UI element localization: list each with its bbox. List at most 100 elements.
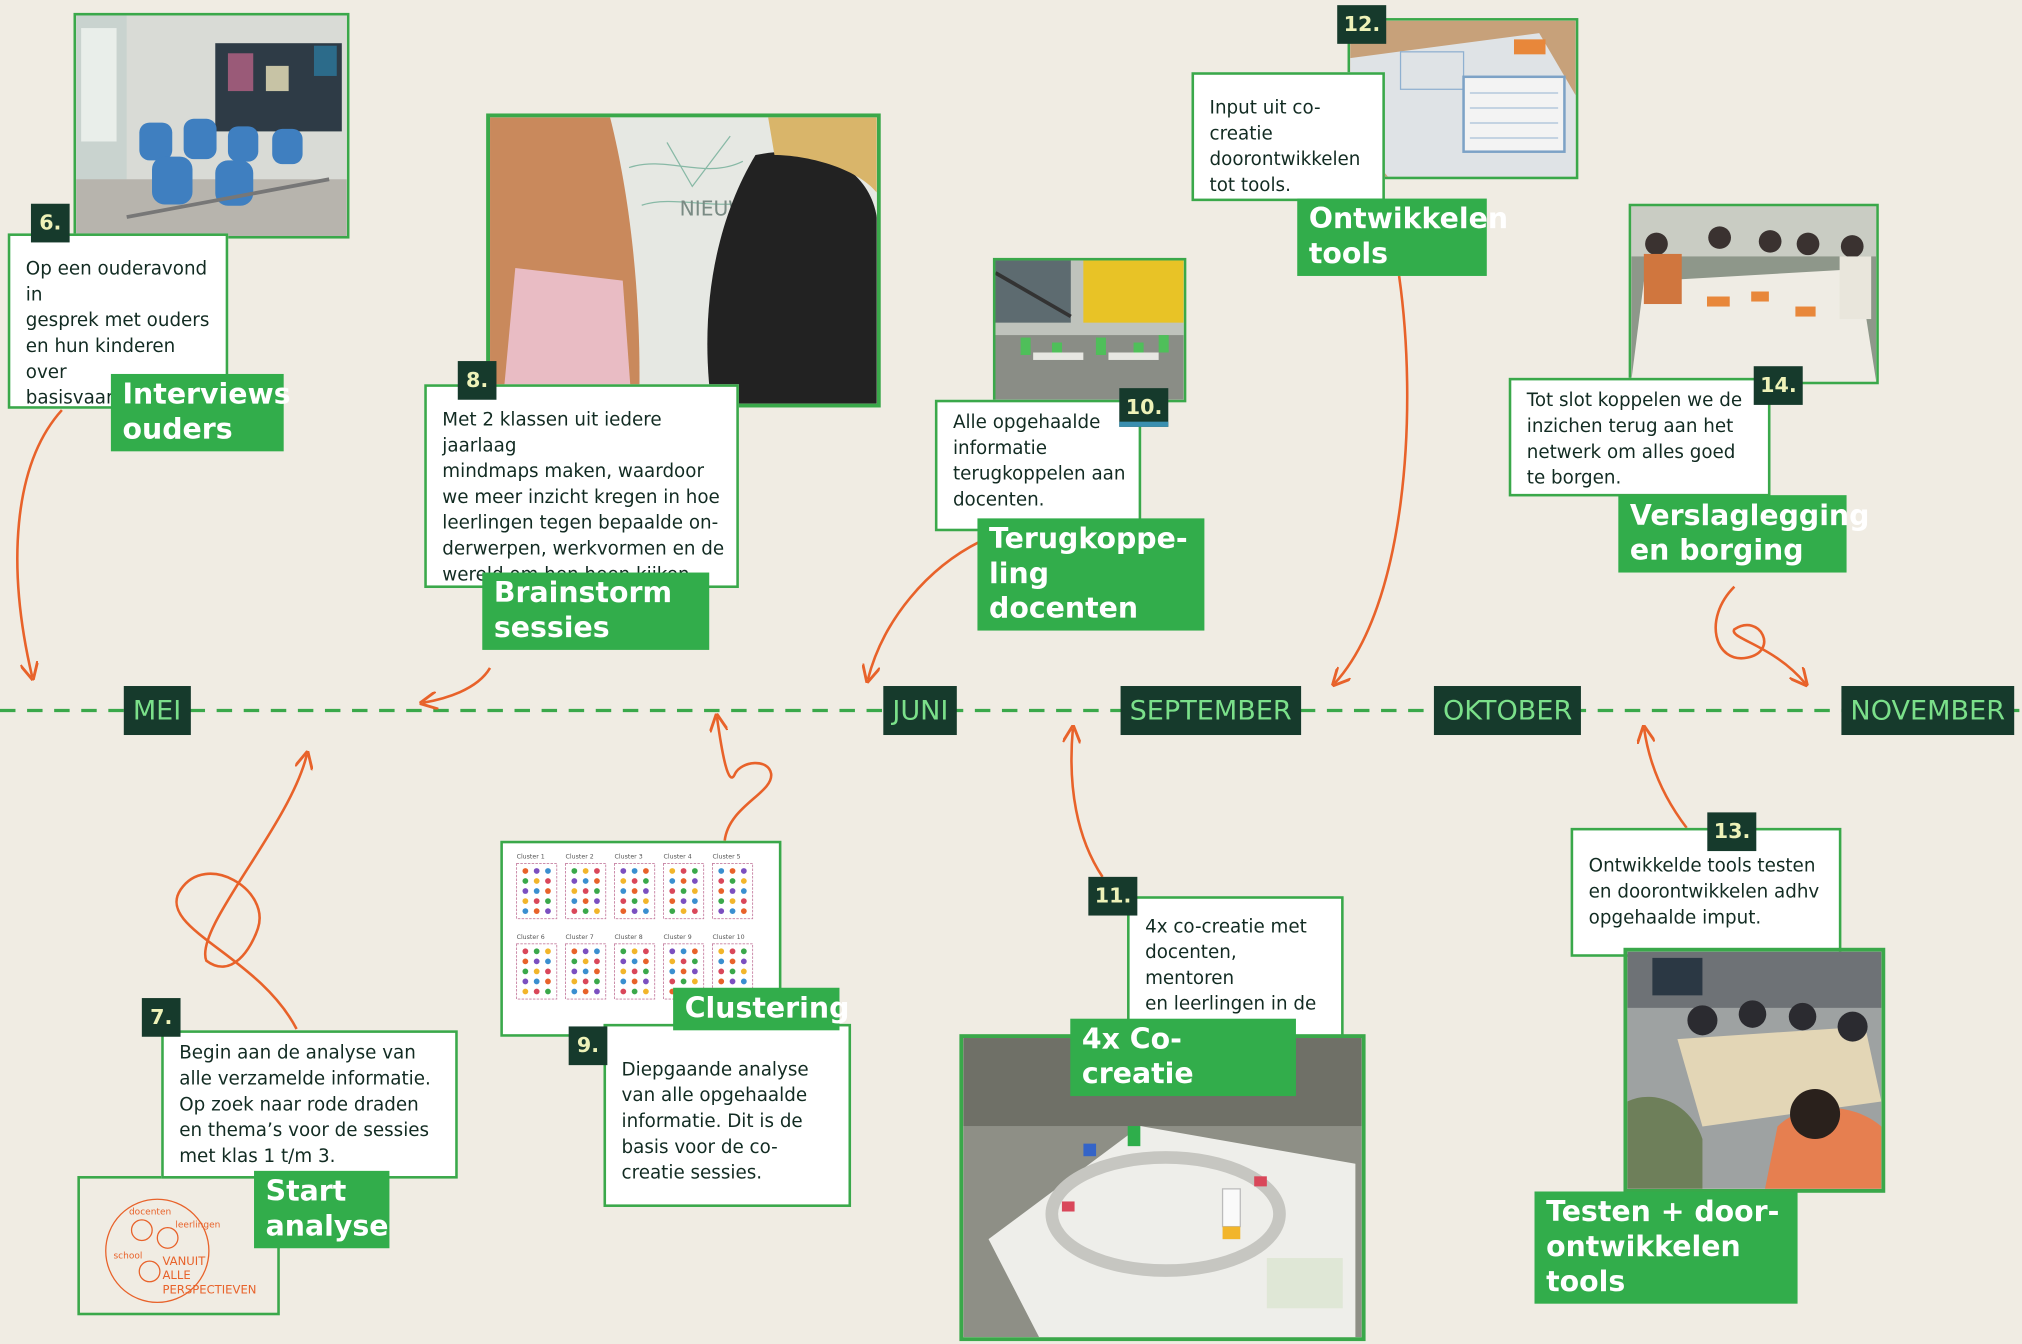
cluster-dot xyxy=(571,958,578,965)
cluster-dot xyxy=(643,988,649,995)
cluster-dot xyxy=(522,898,529,904)
cluster-dot xyxy=(522,878,529,884)
step-10-box: Alle opgehaalde informatie terugkoppelen… xyxy=(934,399,1142,532)
cluster-dot xyxy=(594,968,600,975)
step-6-number: 6. xyxy=(30,203,70,243)
cluster-dot xyxy=(718,958,725,965)
cluster-dot xyxy=(669,898,676,904)
arrow-6 xyxy=(16,409,63,677)
cluster-dot xyxy=(740,958,747,965)
cluster-dot xyxy=(631,968,638,975)
cluster-dot xyxy=(571,898,578,904)
step-7-label: Start analyse xyxy=(254,1170,390,1249)
cluster-dot xyxy=(545,888,551,894)
step-6-label: Interviews ouders xyxy=(110,373,291,452)
cluster-dot xyxy=(571,878,578,884)
arrow-8 xyxy=(423,667,492,703)
cluster-label: Cluster 3 xyxy=(615,853,643,860)
cluster-label: Cluster 5 xyxy=(712,853,740,860)
cluster-label: Cluster 7 xyxy=(566,934,594,941)
step-9-label: Clustering xyxy=(673,987,849,1031)
month-juni: JUNI xyxy=(883,686,958,736)
cluster-dot xyxy=(680,908,687,915)
cluster-dot xyxy=(522,988,529,995)
meeting-hall-photo xyxy=(992,257,1187,403)
cluster-dot xyxy=(691,968,698,975)
cluster-dot xyxy=(545,868,551,874)
cluster-dot xyxy=(582,868,589,874)
cluster-label: Cluster 8 xyxy=(615,934,643,941)
cluster-dot xyxy=(718,908,725,915)
cluster-dot xyxy=(533,898,540,904)
cluster-dot xyxy=(545,948,551,955)
cluster-dot xyxy=(740,888,747,894)
arrow-7 xyxy=(175,754,306,1030)
cluster-dot xyxy=(740,948,747,955)
arrow-14 xyxy=(1714,585,1806,684)
cluster-dot xyxy=(620,968,627,975)
step-14-box: Tot slot koppelen we de inzichen terug a… xyxy=(1508,377,1771,497)
step-13-number: 13. xyxy=(1707,812,1757,852)
step-10-number: 10. xyxy=(1119,388,1169,427)
cluster-dot xyxy=(620,878,627,884)
arrow-13 xyxy=(1644,729,1688,829)
cluster-dot xyxy=(522,968,529,975)
step-7-box: Begin aan de analyse van alle verzamelde… xyxy=(161,1030,458,1179)
cluster-dot xyxy=(522,868,529,874)
cluster-dot xyxy=(594,988,600,995)
cluster-dot xyxy=(740,968,747,975)
cluster-dot xyxy=(620,978,627,985)
cluster-dot xyxy=(680,958,687,965)
cluster-label: Cluster 6 xyxy=(517,934,545,941)
cluster-dot xyxy=(729,968,736,975)
arrow-10 xyxy=(868,540,981,680)
cluster-box xyxy=(614,862,656,920)
cluster-dot xyxy=(522,888,529,894)
cluster-dot xyxy=(631,908,638,915)
cluster-dot xyxy=(533,878,540,884)
cluster-dot xyxy=(669,878,676,884)
step-13-label: Testen + door- ontwikkelen tools xyxy=(1534,1191,1798,1304)
cluster-dot xyxy=(729,868,736,874)
cluster-dot xyxy=(691,958,698,965)
perspective-docenten: docenten xyxy=(129,1208,171,1218)
cluster-dot xyxy=(669,958,676,965)
cluster-dot xyxy=(582,948,589,955)
cluster-dot xyxy=(620,988,627,995)
cluster-dot xyxy=(631,888,638,894)
cluster-dot xyxy=(571,948,578,955)
cluster-dot xyxy=(620,868,627,874)
month-november: NOVEMBER xyxy=(1841,686,2015,736)
step-14-number: 14. xyxy=(1753,366,1804,405)
cluster-label: Cluster 1 xyxy=(517,853,545,860)
arrow-12 xyxy=(1335,275,1409,683)
cluster-dot xyxy=(631,898,638,904)
cluster-dot xyxy=(594,958,600,965)
step-11-box: 4x co-creatie met docenten, mentoren en … xyxy=(1127,896,1344,1041)
cluster-dot xyxy=(571,988,578,995)
step-8-number: 8. xyxy=(457,361,497,400)
cluster-dot xyxy=(582,978,589,985)
cluster-box xyxy=(565,862,607,920)
cluster-dot xyxy=(545,898,551,904)
cluster-dot xyxy=(620,958,627,965)
cluster-dot xyxy=(643,958,649,965)
cluster-dot xyxy=(643,888,649,894)
cluster-box xyxy=(614,943,656,1000)
step-12-text: Input uit co-creatie doorontwikkelen tot… xyxy=(1209,98,1361,197)
cluster-dot xyxy=(643,948,649,955)
cluster-dot xyxy=(643,908,649,915)
cluster-dot xyxy=(691,888,698,894)
cluster-dot xyxy=(691,978,698,985)
cluster-dot xyxy=(582,988,589,995)
cluster-dot xyxy=(729,908,736,915)
cluster-dot xyxy=(680,898,687,904)
cluster-dot xyxy=(533,978,540,985)
cluster-dot xyxy=(620,908,627,915)
cluster-dot xyxy=(533,968,540,975)
step-10-text: Alle opgehaalde informatie terugkoppelen… xyxy=(952,412,1126,511)
cluster-dot xyxy=(582,968,589,975)
cluster-dot xyxy=(740,908,747,915)
cluster-dot xyxy=(533,888,540,894)
